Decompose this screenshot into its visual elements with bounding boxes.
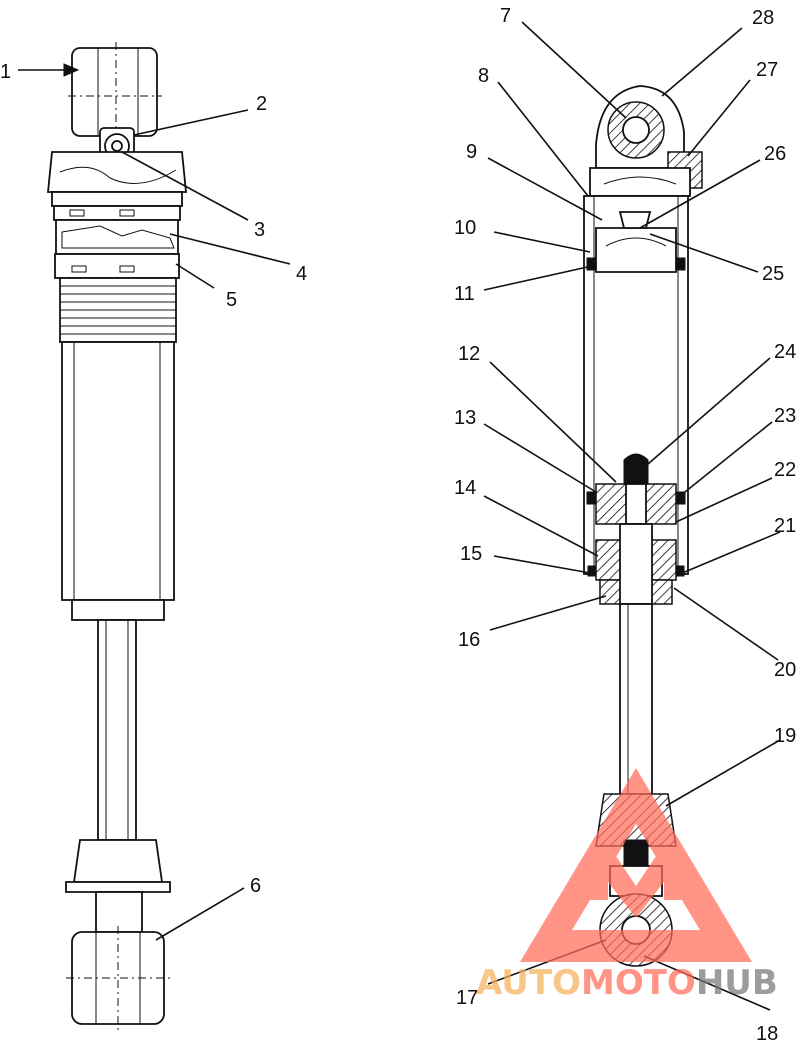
callout-3: 3 [254,219,265,241]
callout-22: 22 [774,459,796,481]
callout-19: 19 [774,725,796,747]
callout-16: 16 [458,629,480,651]
watermark-moto: MOTO [581,963,696,1003]
watermark-m-mark [590,850,682,918]
callout-18: 18 [756,1023,778,1045]
adjuster-ring [54,253,180,279]
callout-12: 12 [458,343,480,365]
callout-7: 7 [500,5,511,27]
top-eyelet [68,42,162,140]
callout-10: 10 [454,217,476,239]
callout-17: 17 [456,987,478,1009]
callout-9: 9 [466,141,477,163]
callout-2: 2 [256,93,267,115]
automotohub-watermark: AUTOMOTOHUB [476,768,778,1003]
reservoir-cap [47,151,187,207]
watermark-text: AUTOMOTOHUB [476,963,778,1003]
watermark-auto: AUTO [476,963,581,1003]
leader-lines [18,21,781,1011]
callout-25: 25 [762,263,784,285]
callout-21: 21 [774,515,796,537]
watermark-triangle [520,768,752,962]
callout-labels: 1 2 3 4 5 6 7 28 8 27 9 26 10 25 11 12 2… [0,5,796,1045]
seal-head [587,523,685,605]
preload-collar [53,205,181,255]
lower-eyelet [66,891,170,1030]
callout-27: 27 [756,59,778,81]
watermark-hub: HUB [696,963,778,1003]
callout-6: 6 [250,875,261,897]
main-piston [586,453,686,525]
shock-body [61,341,175,621]
threaded-section [59,277,177,343]
callout-5: 5 [226,289,237,311]
callout-20: 20 [774,659,796,681]
callout-28: 28 [752,7,774,29]
callout-15: 15 [460,543,482,565]
callout-13: 13 [454,407,476,429]
callout-26: 26 [764,143,786,165]
piston-rod [619,603,653,795]
callout-23: 23 [774,405,796,427]
callout-1: 1 [0,61,11,83]
callout-11: 11 [454,283,475,305]
shaft [97,619,137,841]
callout-4: 4 [296,263,307,285]
top-mount-cutaway [589,85,703,197]
bumper [65,839,171,893]
callout-24: 24 [774,341,796,363]
callout-8: 8 [478,65,489,87]
exterior-view [47,42,187,1030]
floating-piston [586,211,686,273]
callout-14: 14 [454,477,476,499]
